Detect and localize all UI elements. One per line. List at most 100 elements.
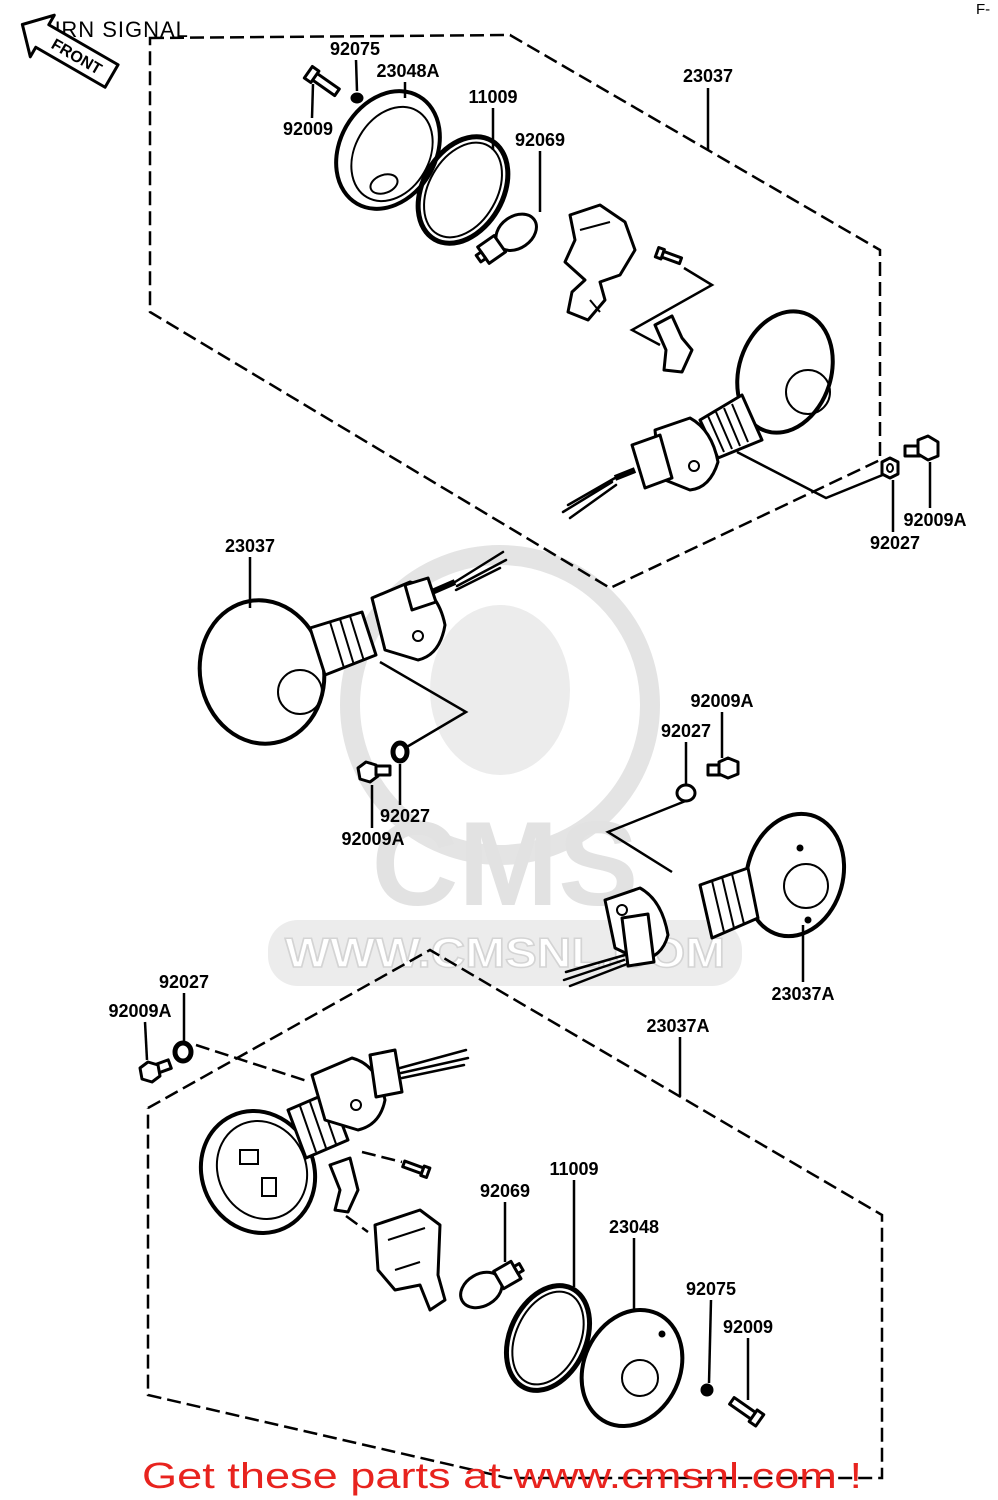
leader-top-lens-screw (310, 83, 315, 119)
callout-top-nut: 92027 (870, 533, 920, 553)
top-lens (334, 89, 442, 211)
top-housing-lens-spot (785, 369, 831, 415)
top-gasket-outer (415, 134, 511, 246)
middle-left-nut (390, 740, 410, 764)
middle-left-mount-screw (356, 760, 392, 784)
top-bulb (474, 212, 538, 265)
callout-middle-right-nut: 92027 (661, 721, 711, 741)
bottom-clip (328, 1156, 360, 1214)
top-gasket (415, 134, 511, 246)
bottom-bulb (459, 1259, 525, 1310)
bottom-mount-screw (138, 1058, 173, 1084)
bottom-lens (579, 1307, 685, 1429)
leader-bottom-washer (707, 1299, 713, 1384)
watermark-figure (430, 605, 570, 775)
callout-bottom-nut: 92027 (159, 972, 209, 992)
middle-left-housing-ribs (329, 615, 365, 669)
callout-bottom-housing: 23037A (646, 1016, 709, 1036)
middle-left-housing-shell (197, 598, 327, 746)
top-gasket-inner (423, 141, 503, 239)
bottom-gasket-outer (503, 1283, 593, 1393)
callout-top-bulb: 92069 (515, 130, 565, 150)
middle-right-housing-plug (620, 912, 656, 968)
middle-right-assembly: 92009A 92027 23037A (562, 691, 847, 1004)
bottom-mount-leader (195, 1043, 311, 1084)
middle-left-flange-hole (412, 630, 424, 642)
bottom-socket-screw (401, 1159, 432, 1179)
bottom-bulb-contact (512, 1262, 525, 1275)
top-mount-screw-head (916, 434, 940, 462)
bottom-socket-screw-head (419, 1164, 432, 1179)
bottom-nut (172, 1040, 194, 1064)
bottom-socket-detail (387, 1227, 426, 1271)
middle-left-housing-wires (453, 550, 508, 592)
top-housing (561, 309, 835, 520)
bottom-housing (198, 1048, 470, 1235)
bottom-assembly: 92027 92009A 23037A 11009 92069 23048 92… (108, 948, 884, 1480)
bottom-clip-leader (345, 1214, 369, 1234)
callout-bottom-bulb: 92069 (480, 1181, 530, 1201)
top-mount-leader (736, 450, 886, 500)
callout-middle-left-mount-screw: 92009A (341, 829, 404, 849)
leader-top-washer (354, 59, 359, 92)
top-housing-rod (613, 467, 637, 481)
promo-banner: Get these parts at www.cmsnl.com ! (142, 1455, 862, 1496)
middle-left-assembly: 23037 92027 92009A (197, 536, 508, 849)
callout-top-lens-screw: 92009 (283, 119, 333, 139)
top-socket-screw-head (653, 245, 666, 261)
bottom-screw-leader (361, 1150, 403, 1164)
callout-bottom-lens: 23048 (609, 1217, 659, 1237)
middle-right-housing-ribs (711, 873, 745, 933)
top-housing-plug (630, 433, 674, 490)
top-socket-bracket (563, 203, 637, 322)
middle-right-housing-lens-spot (783, 863, 829, 909)
bottom-gasket (503, 1283, 593, 1393)
top-housing-wires (561, 476, 618, 520)
top-nut (880, 456, 900, 480)
callout-middle-right-housing: 23037A (771, 984, 834, 1004)
top-lens-rim (334, 89, 442, 211)
callout-top-mount-screw: 92009A (903, 510, 966, 530)
middle-left-mount-screw-shaft (374, 764, 392, 777)
middle-right-flange-hole (616, 904, 628, 916)
middle-right-housing-wires (562, 953, 629, 988)
callout-bottom-washer: 92075 (686, 1279, 736, 1299)
watermark-logo-text: CMS (372, 797, 639, 931)
front-arrow-icon (20, 13, 120, 89)
top-nut-body (880, 456, 900, 480)
callout-bottom-mount-screw: 92009A (108, 1001, 171, 1021)
middle-left-housing-plug (403, 576, 438, 612)
top-housing-flange-hole (688, 460, 700, 472)
middle-left-housing-neck (308, 610, 378, 677)
callout-middle-left-housing: 23037 (225, 536, 275, 556)
middle-right-nut (675, 783, 697, 803)
middle-right-housing-shell (743, 811, 847, 939)
bottom-assembly-outline (146, 948, 884, 1480)
callout-top-housing: 23037 (683, 66, 733, 86)
callout-top-lens: 23048A (376, 61, 439, 81)
callout-top-washer: 92075 (330, 39, 380, 59)
bottom-housing-plug (368, 1048, 404, 1099)
middle-right-mount-screw-head (717, 756, 740, 780)
middle-right-mount-leader (605, 798, 689, 874)
callout-top-gasket: 11009 (468, 87, 517, 107)
middle-left-housing-lens-spot (277, 669, 323, 715)
middle-left-mount-leader (379, 660, 469, 750)
top-clip (653, 314, 694, 374)
front-arrow: FRONT (20, 13, 120, 89)
middle-right-mount-screw (706, 756, 740, 780)
bottom-housing-flange-hole (350, 1099, 362, 1111)
bottom-lens-screw (728, 1396, 766, 1428)
bottom-housing-inner (215, 1120, 309, 1220)
bottom-socket-screw-shaft (401, 1159, 426, 1176)
bottom-lens-center (621, 1359, 659, 1397)
bottom-housing-socket-seat (239, 1149, 259, 1165)
top-assembly: 92075 23048A 92009 11009 92069 23037 920… (148, 33, 967, 590)
top-socket-screw (653, 245, 684, 266)
top-socket-detail (579, 221, 611, 313)
top-lens-screw (302, 65, 341, 98)
top-bulb-contact (474, 250, 488, 264)
callout-bottom-gasket: 11009 (549, 1159, 598, 1179)
